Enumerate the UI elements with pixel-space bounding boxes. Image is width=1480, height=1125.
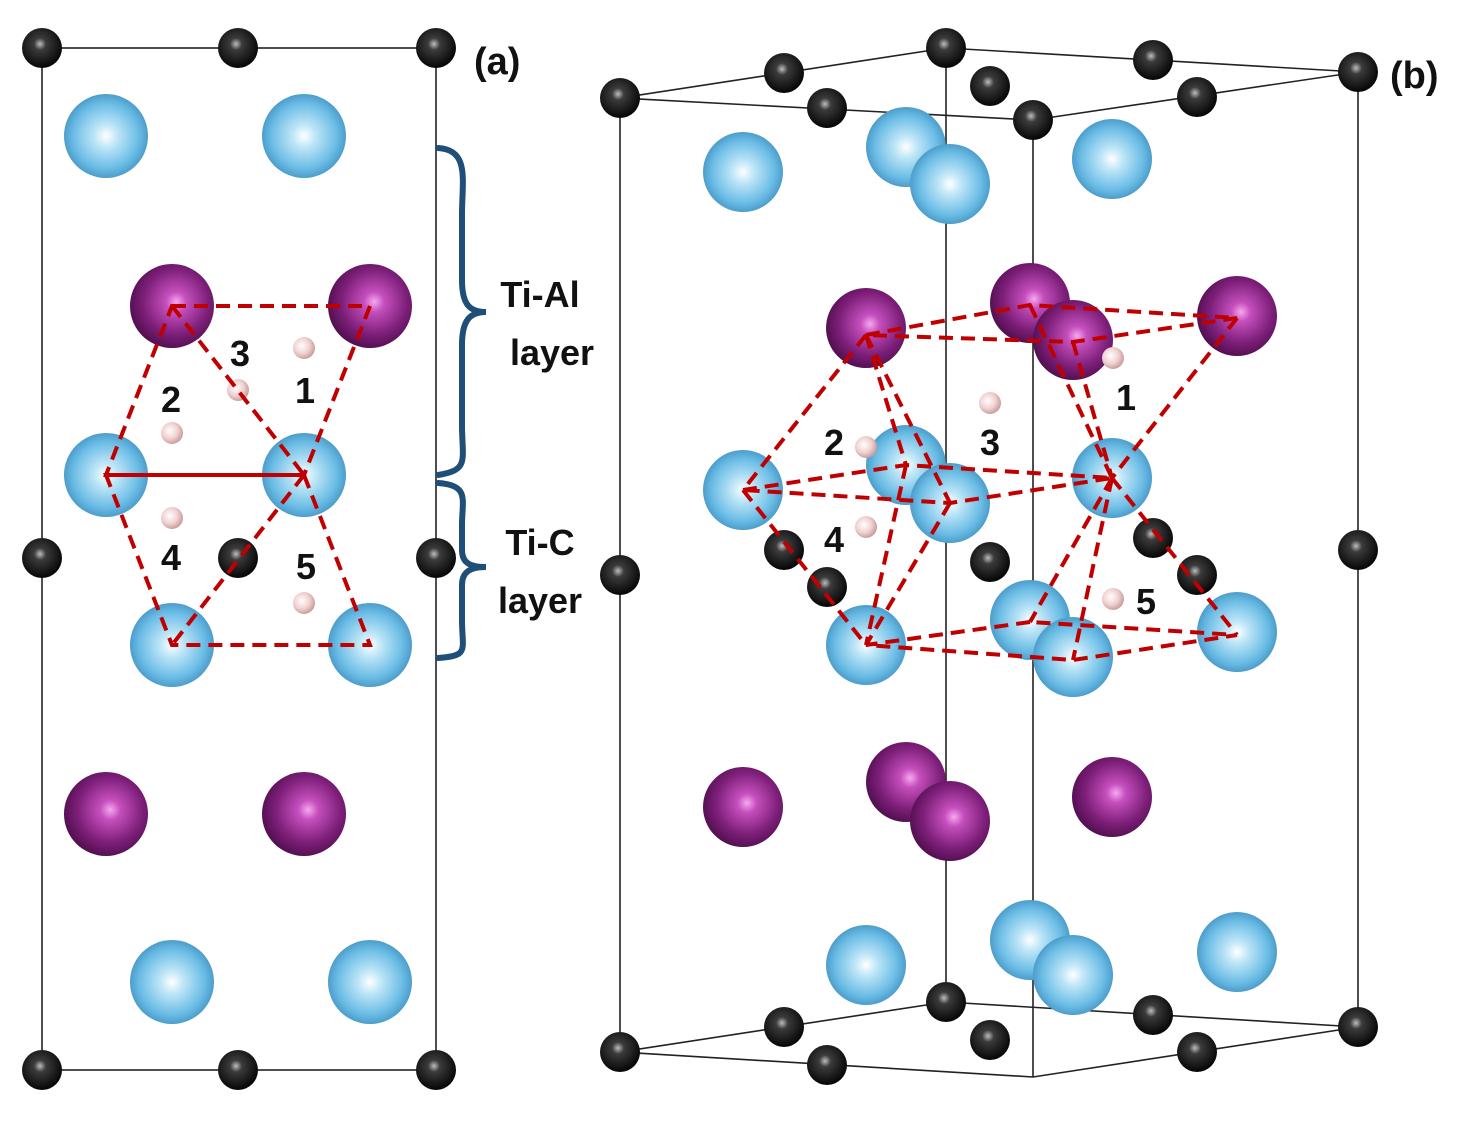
interstitial-sites-b <box>855 347 1124 610</box>
brace-ti-al-layer <box>435 145 487 478</box>
panel-label-a: (a) <box>474 41 520 83</box>
site-label-5-b: 5 <box>1136 581 1156 622</box>
site-label-3-b: 3 <box>980 422 1000 463</box>
panel-a: 1 2 3 4 5 Ti-Al layer Ti-C layer (a) <box>22 28 594 1090</box>
site-label-3-a: 3 <box>230 333 250 374</box>
polyhedra-a <box>103 304 373 647</box>
ti-al-layer-label-line1: Ti-Al <box>500 274 579 315</box>
ti-al-layer-label-line2: layer <box>510 332 594 373</box>
panel-label-b: (b) <box>1390 55 1439 97</box>
site-label-1-a: 1 <box>295 370 315 411</box>
carbon-atoms-a <box>22 28 456 1090</box>
site-labels-a: 1 2 3 4 5 <box>161 333 316 587</box>
site-labels-b: 1 2 3 4 5 <box>824 377 1156 622</box>
site-label-1-b: 1 <box>1116 377 1136 418</box>
ti-c-layer-label-line2: layer <box>498 580 582 621</box>
ti-c-layer-label-line1: Ti-C <box>505 522 574 563</box>
titanium-atoms-a <box>64 94 412 1024</box>
panel-b: 1 2 3 4 5 (b) <box>600 28 1439 1085</box>
aluminum-atoms-b <box>703 263 1277 861</box>
site-label-2-b: 2 <box>824 422 844 463</box>
site-label-2-a: 2 <box>161 379 181 420</box>
carbon-atoms-b <box>600 28 1378 1085</box>
site-label-4-b: 4 <box>824 519 844 560</box>
site-label-5-a: 5 <box>296 546 316 587</box>
site-label-4-a: 4 <box>161 537 181 578</box>
brace-ti-c-layer <box>435 480 487 661</box>
polyhedra-b <box>741 302 1239 663</box>
